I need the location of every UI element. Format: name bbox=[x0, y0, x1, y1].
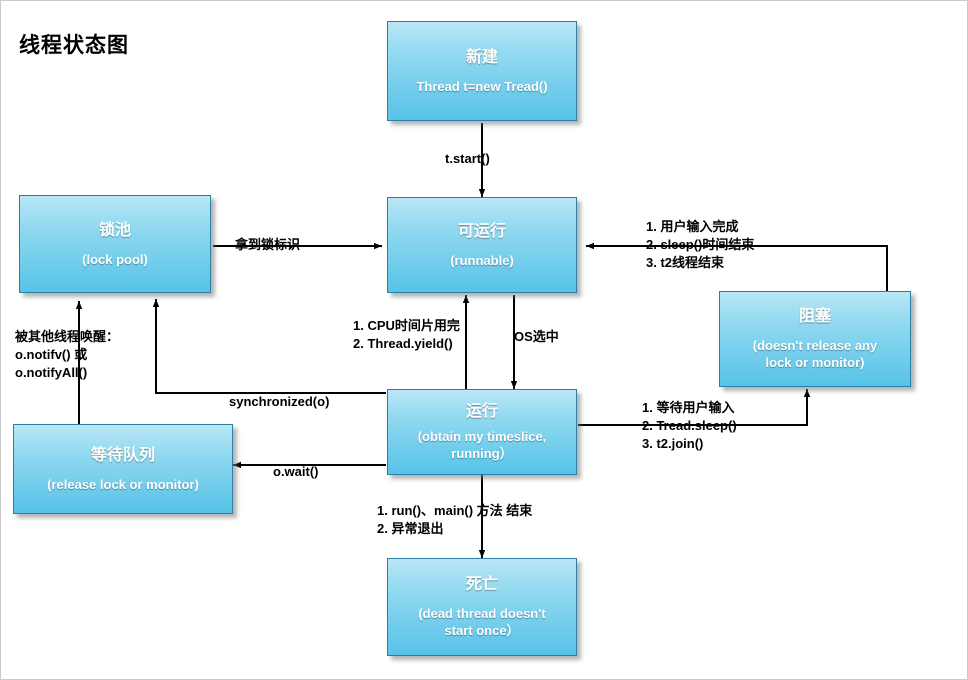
node-wait-queue-subtitle: (release lock or monitor) bbox=[47, 476, 199, 492]
node-blocked-title: 阻塞 bbox=[798, 308, 831, 325]
edge-label-o-wait: o.wait() bbox=[273, 464, 319, 479]
node-runnable-subtitle: (runnable) bbox=[450, 252, 514, 268]
node-new-subtitle: Thread t=new Tread() bbox=[416, 78, 548, 94]
node-blocked[interactable]: 阻塞 (doesn't release any lock or monitor) bbox=[719, 291, 911, 387]
node-new[interactable]: 新建 Thread t=new Tread() bbox=[387, 21, 577, 121]
edge-label-os-select: OS选中 bbox=[514, 329, 559, 344]
edge-label-cpu-yield: 1. CPU时间片用完 2. Thread.yield() bbox=[353, 318, 460, 351]
node-wait-queue[interactable]: 等待队列 (release lock or monitor) bbox=[13, 424, 233, 514]
edge-label-synchronized: synchronized(o) bbox=[229, 394, 330, 409]
node-running-subtitle: (obtain my timeslice, running） bbox=[417, 429, 547, 461]
node-dead-subtitle: (dead thread doesn't start once） bbox=[418, 606, 546, 638]
node-wait-queue-title: 等待队列 bbox=[90, 446, 155, 464]
node-lock-pool-subtitle: (lock pool) bbox=[82, 251, 148, 267]
edge-label-t-start: t.start() bbox=[445, 151, 490, 166]
edge-label-get-lock: 拿到锁标识 bbox=[235, 237, 301, 252]
edge-label-to-blocked: 1. 等待用户输入 2. Tread.sleep() 3. t2.join() bbox=[642, 400, 737, 451]
node-lock-pool[interactable]: 锁池 (lock pool) bbox=[19, 195, 211, 293]
node-lock-pool-title: 锁池 bbox=[98, 221, 131, 239]
edge-label-from-blocked: 1. 用户输入完成 2. sleep()时间结束 3. t2线程结束 bbox=[646, 219, 755, 270]
node-runnable-title: 可运行 bbox=[457, 222, 506, 240]
node-new-title: 新建 bbox=[465, 48, 498, 66]
node-dead-title: 死亡 bbox=[465, 576, 498, 593]
node-running[interactable]: 运行 (obtain my timeslice, running） bbox=[387, 389, 577, 475]
edge-running-to-lockpool bbox=[152, 299, 386, 394]
node-runnable[interactable]: 可运行 (runnable) bbox=[387, 197, 577, 293]
node-blocked-subtitle: (doesn't release any lock or monitor) bbox=[752, 338, 878, 370]
page-title: 线程状态图 bbox=[19, 34, 129, 57]
node-dead[interactable]: 死亡 (dead thread doesn't start once） bbox=[387, 558, 577, 656]
edge-label-to-dead: 1. run()、main() 方法 结束 2. 异常退出 bbox=[377, 503, 533, 536]
node-running-title: 运行 bbox=[465, 403, 498, 420]
edge-label-wake-up: 被其他线程唤醒： o.notifv() 或 o.notifyAll() bbox=[15, 329, 120, 380]
